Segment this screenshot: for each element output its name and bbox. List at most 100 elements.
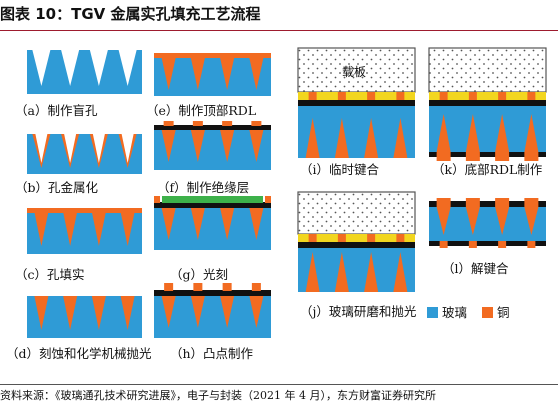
bump bbox=[337, 234, 346, 242]
copper-via bbox=[465, 114, 480, 152]
bottom-dielectric bbox=[429, 152, 546, 157]
step-b-label: （b）孔金属化 bbox=[15, 180, 99, 195]
passivation-layer bbox=[429, 100, 546, 106]
copper-via bbox=[190, 58, 205, 90]
bonding-layer bbox=[298, 234, 415, 242]
copper-via bbox=[436, 114, 451, 152]
bump bbox=[396, 234, 405, 242]
copper-via bbox=[495, 114, 510, 152]
copper-via bbox=[220, 296, 235, 328]
copper-via bbox=[249, 58, 264, 90]
bottom-rdl-pad bbox=[495, 152, 510, 161]
copper-via bbox=[220, 58, 235, 90]
top-rdl bbox=[154, 53, 271, 58]
bonding-layer bbox=[429, 92, 546, 100]
top-dielectric bbox=[429, 201, 546, 207]
bonding-layer bbox=[298, 92, 415, 100]
top-rdl-pad bbox=[495, 198, 510, 207]
top-rdl-pad bbox=[436, 198, 451, 207]
bump bbox=[222, 283, 232, 291]
copper-via bbox=[393, 118, 408, 158]
bump bbox=[468, 92, 477, 100]
step-i-label: （i）临时键合 bbox=[300, 162, 379, 177]
copper-via bbox=[305, 252, 320, 292]
rdl-pad bbox=[251, 121, 262, 126]
bump bbox=[193, 283, 203, 291]
bottom-rdl-pad bbox=[436, 152, 451, 161]
step-g-label: （g）光刻 bbox=[170, 267, 228, 282]
step-a-diagram bbox=[27, 50, 142, 94]
copper-via bbox=[220, 130, 235, 162]
bottom-passivation bbox=[429, 241, 546, 246]
copper-via bbox=[364, 118, 379, 158]
carrier-board bbox=[298, 48, 415, 92]
step-h-label: （h）凸点制作 bbox=[170, 346, 254, 361]
copper-via bbox=[364, 252, 379, 292]
passivation-layer bbox=[298, 242, 415, 248]
bump bbox=[498, 92, 507, 100]
step-d-diagram bbox=[27, 296, 142, 338]
rdl-pad bbox=[192, 121, 203, 126]
dielectric-layer bbox=[154, 202, 271, 208]
blind-hole bbox=[89, 50, 108, 86]
step-f-diagram bbox=[154, 121, 271, 170]
figure-title: 图表 10：TGV 金属实孔填充工艺流程 bbox=[0, 0, 558, 31]
step-k-label: （k）底部RDL制作 bbox=[432, 162, 543, 177]
bump bbox=[439, 241, 448, 248]
hole-core bbox=[35, 134, 48, 163]
hole-core bbox=[64, 134, 77, 163]
step-e-diagram bbox=[154, 53, 271, 96]
bump bbox=[498, 241, 507, 248]
passivation-layer bbox=[154, 290, 271, 296]
copper-via bbox=[436, 207, 451, 235]
legend-copper-swatch bbox=[482, 307, 493, 318]
legend-copper-label: 铜 bbox=[497, 305, 510, 320]
bump bbox=[396, 92, 405, 100]
step-i-diagram: 载板 bbox=[297, 47, 416, 158]
copper-via bbox=[524, 207, 539, 235]
copper-via bbox=[190, 130, 205, 162]
rdl-dark-layer bbox=[154, 125, 271, 130]
copper-via bbox=[465, 207, 480, 235]
copper-via bbox=[120, 212, 135, 246]
bump bbox=[251, 283, 261, 291]
bump bbox=[439, 92, 448, 100]
carrier-board bbox=[298, 192, 415, 234]
top-rdl-pad bbox=[524, 198, 539, 207]
blind-hole bbox=[118, 50, 137, 86]
bump bbox=[527, 241, 536, 248]
top-rdl-pad bbox=[465, 198, 480, 207]
bump bbox=[308, 92, 317, 100]
step-j-diagram bbox=[297, 191, 416, 292]
copper-via bbox=[34, 212, 49, 246]
edge-pad bbox=[154, 196, 160, 203]
passivation-layer bbox=[298, 100, 415, 106]
copper-overburden bbox=[27, 208, 142, 213]
hole-core bbox=[121, 134, 134, 163]
copper-via bbox=[393, 252, 408, 292]
step-f-label: （f）制作绝缘层 bbox=[157, 180, 249, 195]
legend-glass-swatch bbox=[427, 307, 438, 318]
bottom-rdl-pad bbox=[524, 152, 539, 161]
copper-via bbox=[161, 130, 176, 162]
copper-via bbox=[161, 296, 176, 328]
bump bbox=[308, 234, 317, 242]
copper-via bbox=[334, 252, 349, 292]
step-d-label: （d）刻蚀和化学机械抛光 bbox=[6, 346, 152, 361]
copper-via bbox=[249, 296, 264, 328]
copper-via bbox=[161, 208, 176, 240]
step-g-diagram bbox=[154, 196, 271, 250]
copper-via bbox=[63, 212, 78, 246]
bump bbox=[337, 92, 346, 100]
copper-via bbox=[524, 114, 539, 152]
step-k-diagram bbox=[428, 47, 547, 161]
step-b-diagram bbox=[27, 134, 142, 174]
step-l-diagram bbox=[429, 198, 546, 248]
copper-via bbox=[495, 207, 510, 235]
step-a-label: （a）制作盲孔 bbox=[15, 103, 98, 118]
step-c-diagram bbox=[27, 208, 142, 254]
photoresist-layer bbox=[162, 196, 263, 203]
copper-via bbox=[91, 212, 106, 246]
step-j-label: （j）玻璃研磨和抛光 bbox=[300, 304, 416, 319]
